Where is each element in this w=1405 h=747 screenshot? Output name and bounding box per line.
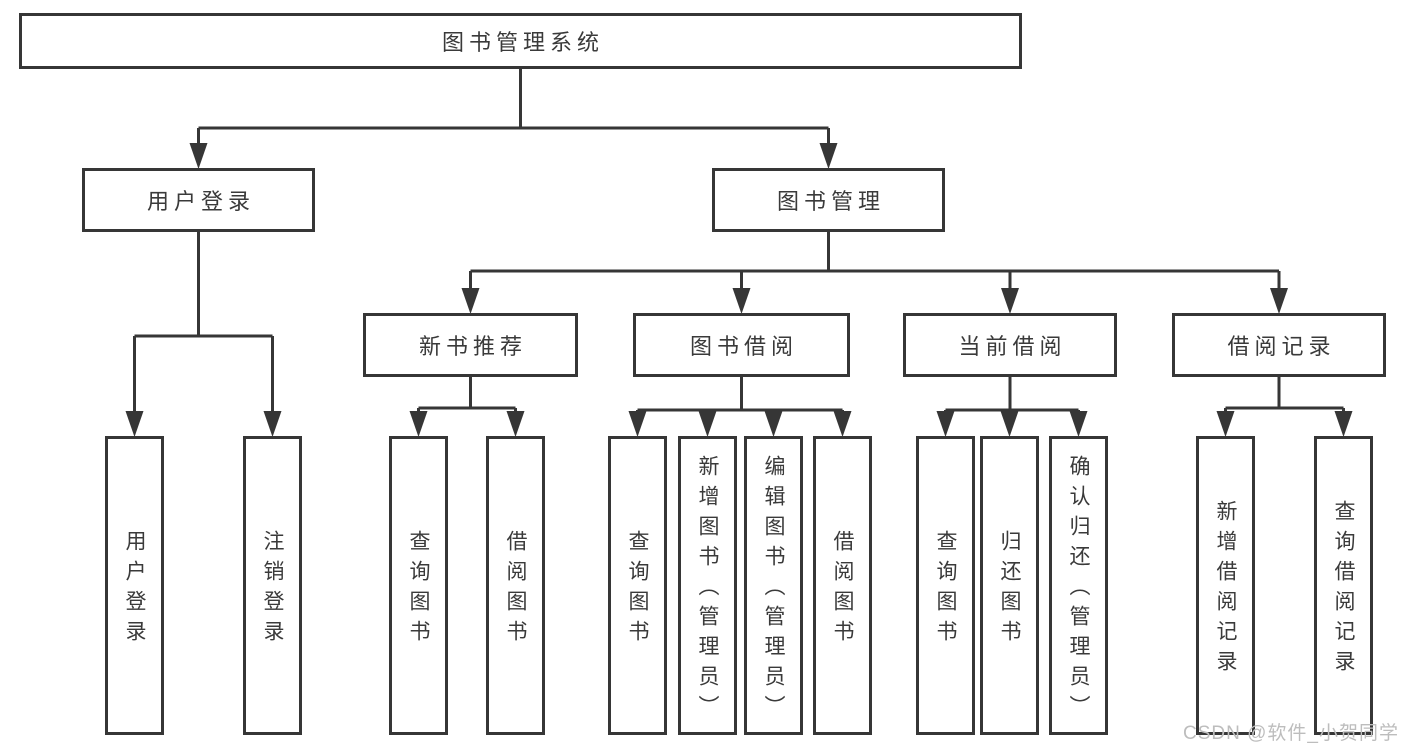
node-label: 归还图书 (998, 530, 1021, 650)
node-user-login: 用户登录 (82, 168, 315, 232)
node-label: 当前借阅 (958, 334, 1067, 359)
node-v-confirm-return: 确认归还（管理员） (1049, 436, 1108, 735)
node-label: 新增图书（管理员） (696, 455, 719, 725)
node-label: 图书管理系统 (441, 30, 604, 55)
node-label: 借阅图书 (831, 530, 854, 650)
node-v-borrow-book-2: 借阅图书 (813, 436, 872, 735)
node-root: 图书管理系统 (19, 13, 1022, 69)
node-borrow-records: 借阅记录 (1172, 313, 1386, 377)
node-v-user-login: 用户登录 (105, 436, 164, 735)
node-new-book-rec: 新书推荐 (363, 313, 578, 377)
node-label: 图书管理 (776, 189, 885, 214)
node-v-query-book-3: 查询图书 (916, 436, 975, 735)
node-label: 查询借阅记录 (1332, 500, 1355, 680)
node-v-add-borrow-record: 新增借阅记录 (1196, 436, 1255, 735)
node-label: 借阅记录 (1227, 334, 1336, 359)
node-label: 借阅图书 (504, 530, 527, 650)
node-label: 新增借阅记录 (1214, 500, 1237, 680)
node-label: 新书推荐 (418, 334, 527, 359)
node-label: 编辑图书（管理员） (762, 455, 785, 725)
node-label: 用户登录 (146, 189, 255, 214)
node-v-query-book-1: 查询图书 (389, 436, 448, 735)
node-label: 查询图书 (626, 530, 649, 650)
node-label: 查询图书 (407, 530, 430, 650)
node-v-query-book-2: 查询图书 (608, 436, 667, 735)
node-label: 确认归还（管理员） (1067, 455, 1090, 725)
node-book-mgmt: 图书管理 (712, 168, 945, 232)
node-v-borrow-book-1: 借阅图书 (486, 436, 545, 735)
node-label: 查询图书 (934, 530, 957, 650)
node-label: 图书借阅 (689, 334, 798, 359)
node-v-query-borrow-record: 查询借阅记录 (1314, 436, 1373, 735)
node-v-logout: 注销登录 (243, 436, 302, 735)
node-current-borrow: 当前借阅 (903, 313, 1117, 377)
watermark: CSDN @软件_小贺同学 (1183, 723, 1399, 744)
node-book-borrow: 图书借阅 (633, 313, 850, 377)
node-label: 注销登录 (261, 530, 284, 650)
node-v-edit-book: 编辑图书（管理员） (744, 436, 803, 735)
node-label: 用户登录 (123, 530, 146, 650)
node-v-return-book: 归还图书 (980, 436, 1039, 735)
node-v-add-book: 新增图书（管理员） (678, 436, 737, 735)
